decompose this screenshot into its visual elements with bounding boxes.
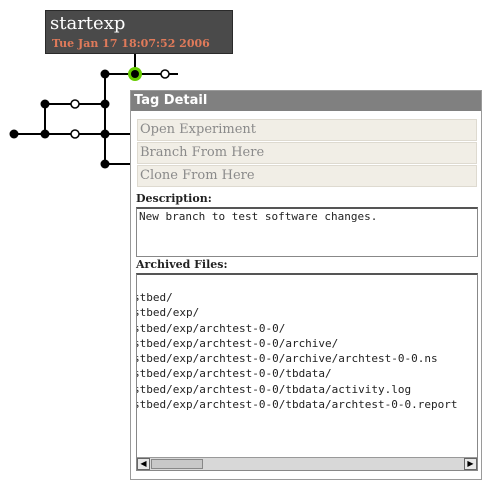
tree-node[interactable] <box>100 129 110 139</box>
tree-node[interactable] <box>100 159 110 169</box>
file-entry: stbed/exp/archtest-0-0/ <box>136 321 286 335</box>
scroll-thumb[interactable] <box>151 459 203 469</box>
file-entry: stbed/exp/archtest-0-0/tbdata/archtest-0… <box>136 398 458 412</box>
open-experiment-button[interactable]: Open Experiment <box>137 119 477 141</box>
clone-from-here-button[interactable]: Clone From Here <box>137 165 477 187</box>
tag-name: startexp <box>50 13 126 34</box>
scroll-right-icon[interactable]: ▶ <box>464 458 477 470</box>
archived-files-label: Archived Files: <box>136 258 228 271</box>
file-entry: stbed/exp/archtest-0-0/archive/ <box>136 336 339 350</box>
tree-node[interactable] <box>70 129 80 139</box>
files-list: stbed/stbed/exp/stbed/exp/archtest-0-0/s… <box>136 290 458 412</box>
tag-tooltip: startexp Tue Jan 17 18:07:52 2006 <box>45 10 233 54</box>
archived-files-list[interactable]: stbed/stbed/exp/stbed/exp/archtest-0-0/s… <box>136 273 478 471</box>
panel-title: Tag Detail <box>131 91 481 111</box>
description-label: Description: <box>136 192 212 205</box>
tree-node[interactable] <box>40 129 50 139</box>
tree-node[interactable] <box>100 69 110 79</box>
tree-node[interactable] <box>160 69 170 79</box>
tree-node[interactable] <box>9 129 19 139</box>
selected-tree-node-core <box>131 70 139 78</box>
file-entry: stbed/ <box>136 291 173 304</box>
tree-node[interactable] <box>70 99 80 109</box>
horizontal-scrollbar[interactable]: ◀ ▶ <box>137 457 477 470</box>
tag-date: Tue Jan 17 18:07:52 2006 <box>52 37 210 50</box>
file-entry: stbed/exp/archtest-0-0/tbdata/activity.l… <box>136 382 412 396</box>
action-list: Open Experiment Branch From Here Clone F… <box>137 119 477 188</box>
file-entry: stbed/exp/ <box>136 306 200 320</box>
tag-detail-panel: Tag Detail Open Experiment Branch From H… <box>130 90 482 480</box>
scroll-left-icon[interactable]: ◀ <box>137 458 150 470</box>
tree-node[interactable] <box>40 99 50 109</box>
description-field[interactable]: New branch to test software changes. <box>136 207 478 257</box>
branch-from-here-button[interactable]: Branch From Here <box>137 142 477 164</box>
file-entry: stbed/exp/archtest-0-0/tbdata/ <box>136 367 332 381</box>
tree-node[interactable] <box>100 99 110 109</box>
file-entry: stbed/exp/archtest-0-0/archive/archtest-… <box>136 352 438 366</box>
